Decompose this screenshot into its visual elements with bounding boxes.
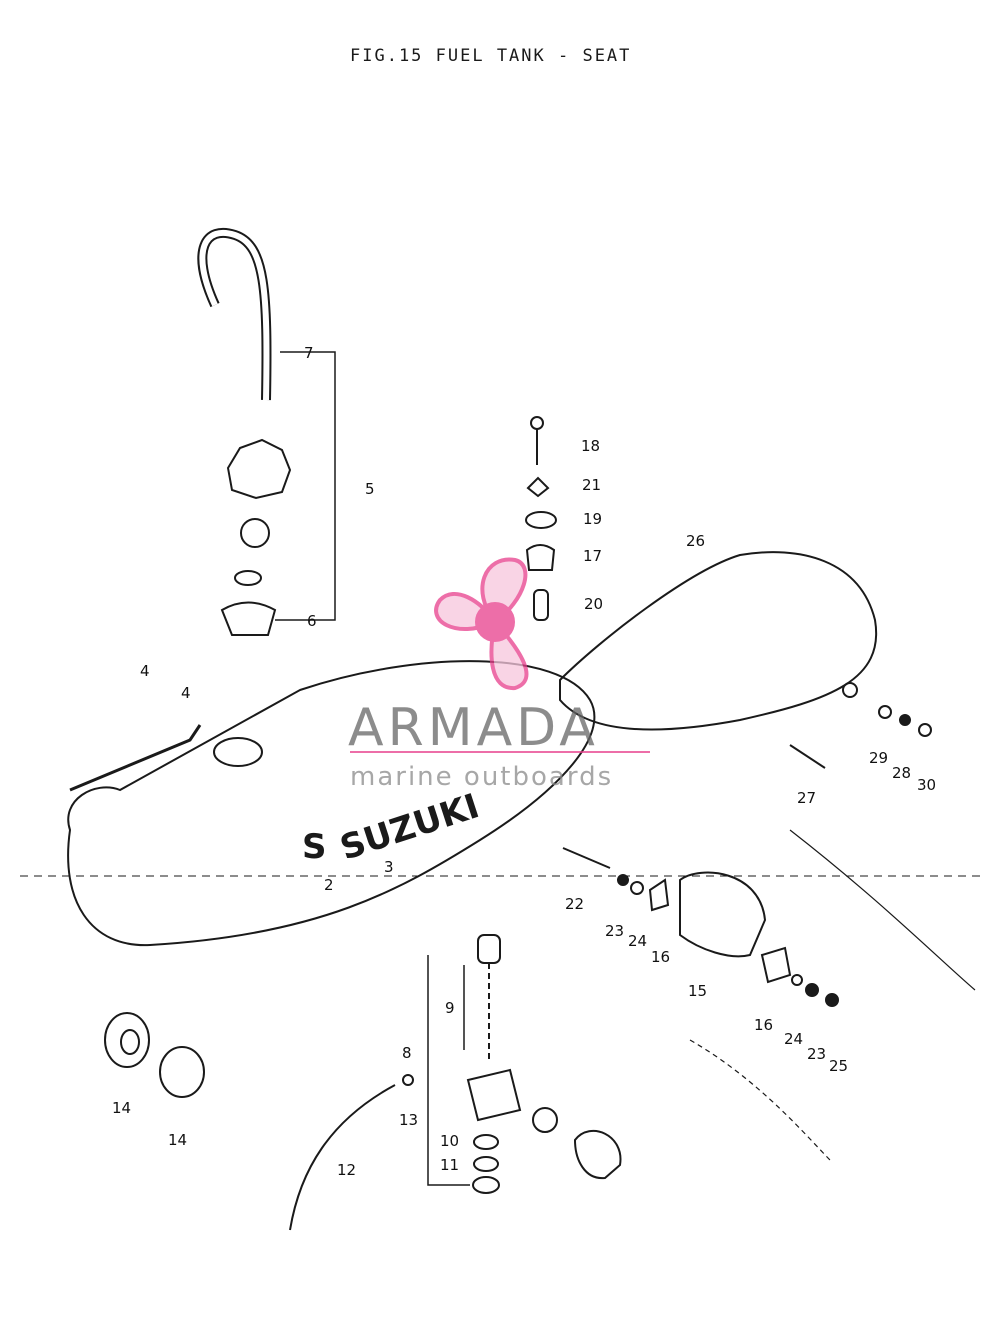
- callout-29: 29: [869, 749, 888, 767]
- callout-21: 21: [582, 476, 601, 494]
- fuel-cap-part: [226, 438, 292, 500]
- callout-6: 6: [307, 612, 317, 630]
- callout-16b: 16: [754, 1016, 773, 1034]
- callout-23b: 23: [807, 1045, 826, 1063]
- fuel-hose-part: [289, 1084, 396, 1231]
- seat-part: [559, 551, 878, 731]
- seat-hinge-bracket-part: [679, 871, 767, 958]
- callout-19: 19: [583, 510, 602, 528]
- callout-13: 13: [399, 1111, 418, 1129]
- callout-4a: 4: [140, 662, 150, 680]
- tank-filler-neck-part: [213, 737, 263, 767]
- callout-30: 30: [917, 776, 936, 794]
- callout-14b: 14: [168, 1131, 187, 1149]
- callout-9: 9: [445, 999, 455, 1017]
- callout-20: 20: [584, 595, 603, 613]
- callout-labels: 2 3 4 4 5 6 7 8 9 10 11 12 13 14 14 15 1…: [112, 344, 936, 1179]
- fuel-cock-part: [477, 934, 501, 964]
- callout-7: 7: [304, 344, 314, 362]
- callout-24b: 24: [784, 1030, 803, 1048]
- callout-25: 25: [829, 1057, 848, 1075]
- callout-5: 5: [365, 480, 375, 498]
- callout-15: 15: [688, 982, 707, 1000]
- callout-4b: 4: [181, 684, 191, 702]
- callout-3: 3: [384, 858, 394, 876]
- cap-seal-part: [234, 570, 262, 586]
- callout-22: 22: [565, 895, 584, 913]
- fuel-tank-part: [67, 660, 596, 947]
- watermark-primary: ARMADA: [348, 698, 599, 758]
- callout-16a: 16: [651, 948, 670, 966]
- watermark: ARMADA marine outboards: [348, 557, 650, 792]
- callout-11: 11: [440, 1156, 459, 1174]
- tank-cushion-part: [104, 1012, 150, 1068]
- callout-17: 17: [583, 547, 602, 565]
- watermark-secondary: marine outboards: [350, 762, 613, 792]
- callout-12: 12: [337, 1161, 356, 1179]
- callout-18: 18: [581, 437, 600, 455]
- cap-ring-part: [220, 601, 277, 636]
- callout-24a: 24: [628, 932, 647, 950]
- propeller-logo-icon: [434, 557, 529, 691]
- tank-knee-pad-part: [69, 724, 202, 792]
- callout-28: 28: [892, 764, 911, 782]
- figure-title: FIG.15 FUEL TANK - SEAT: [350, 46, 632, 66]
- callout-2: 2: [324, 876, 334, 894]
- tank-badge-letter: S: [302, 827, 327, 867]
- cap-gasket-part: [240, 518, 270, 548]
- callout-23a: 23: [605, 922, 624, 940]
- callout-14a: 14: [112, 1099, 131, 1117]
- tank-brand-logo: SUZUKI: [335, 786, 484, 868]
- callout-26: 26: [686, 532, 705, 550]
- callout-10: 10: [440, 1132, 459, 1150]
- callout-8: 8: [402, 1044, 412, 1062]
- callout-27: 27: [797, 789, 816, 807]
